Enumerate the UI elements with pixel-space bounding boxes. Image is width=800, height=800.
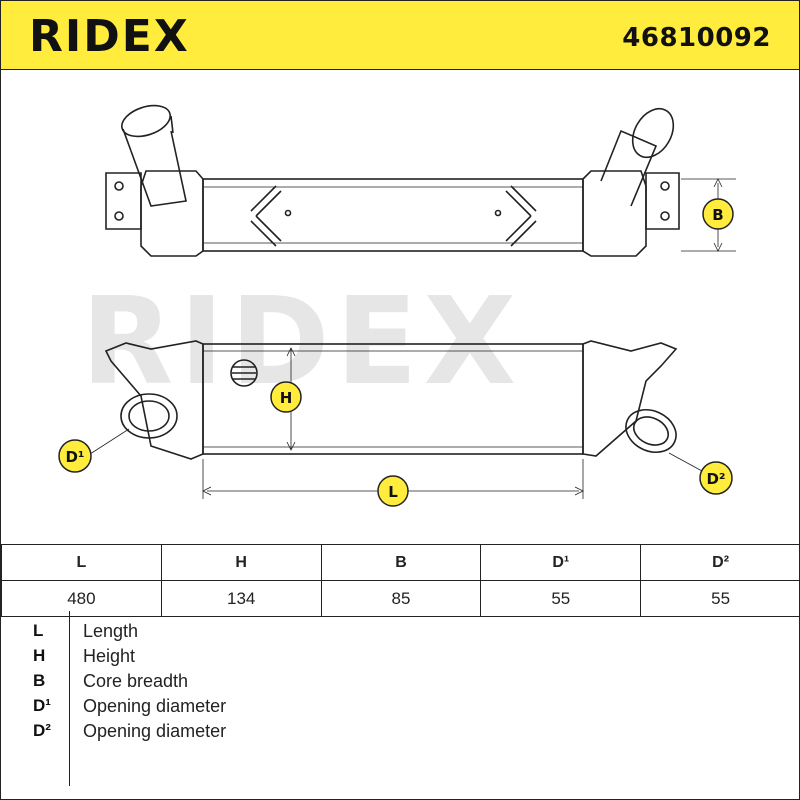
top-core <box>202 178 584 252</box>
front-view <box>86 340 714 499</box>
legend-row: B Core breadth <box>1 671 799 696</box>
callout-b-label: B <box>712 206 723 224</box>
callout-l-label: L <box>388 483 398 501</box>
legend-key: B <box>33 671 46 690</box>
legend-label: Opening diameter <box>83 696 227 716</box>
technical-drawing: RIDEX <box>58 104 736 507</box>
part-number: 46810092 <box>622 23 771 53</box>
spec-value-d1: 55 <box>480 580 642 617</box>
legend-row: D² Opening diameter <box>1 721 799 746</box>
specs-table: L H B D¹ D² 480 134 85 55 55 <box>1 544 799 617</box>
legend-row: H Height <box>1 646 799 671</box>
front-left-tank <box>104 340 204 460</box>
spec-value-d2: 55 <box>640 580 799 617</box>
legend-label: Length <box>83 621 139 641</box>
brand-logo-text: RIDEX <box>29 13 190 57</box>
ridex-logo: RIDEX <box>29 13 190 57</box>
legend-row: D¹ Opening diameter <box>1 696 799 721</box>
callout-d1: D¹ <box>58 439 92 473</box>
legend-label: Height <box>83 646 136 666</box>
callout-h-label: H <box>280 389 293 407</box>
spec-header-d1: D¹ <box>480 544 642 581</box>
callout-d2-label: D² <box>706 470 725 488</box>
header-bar: RIDEX 46810092 <box>1 1 799 70</box>
legend-key: H <box>33 646 46 665</box>
spec-value-b: 85 <box>320 580 482 617</box>
top-left-tank <box>140 170 204 257</box>
legend-label: Core breadth <box>83 671 189 691</box>
callout-b: B <box>702 198 734 230</box>
spec-header-d2: D² <box>640 544 799 581</box>
top-right-pipe <box>600 129 658 207</box>
top-left-pipe <box>130 130 187 207</box>
callout-d1-label: D¹ <box>65 448 84 466</box>
top-view <box>105 104 736 257</box>
specs-header-row: L H B D¹ D² <box>1 544 799 581</box>
watermark-text: RIDEX <box>81 273 522 412</box>
callout-d2: D² <box>699 461 733 495</box>
front-right-opening <box>625 409 677 453</box>
legend-divider <box>69 611 70 786</box>
legend-row: L Length <box>1 621 799 646</box>
spec-header-b: B <box>320 544 482 581</box>
spec-value-h: 134 <box>160 580 322 617</box>
legend: L Length H Height B Core breadth D¹ Open… <box>1 611 799 799</box>
front-left-opening <box>120 393 178 439</box>
callout-h: H <box>270 381 302 413</box>
specs-value-row: 480 134 85 55 55 <box>1 580 799 617</box>
callout-l: L <box>377 475 409 507</box>
front-right-tank <box>582 340 678 457</box>
top-right-tank <box>582 170 647 257</box>
spec-header-l: L <box>1 544 162 581</box>
legend-key: L <box>33 621 44 640</box>
legend-key: D² <box>33 721 51 740</box>
legend-label: Opening diameter <box>83 721 227 741</box>
spec-header-h: H <box>160 544 322 581</box>
legend-key: D¹ <box>33 696 51 715</box>
